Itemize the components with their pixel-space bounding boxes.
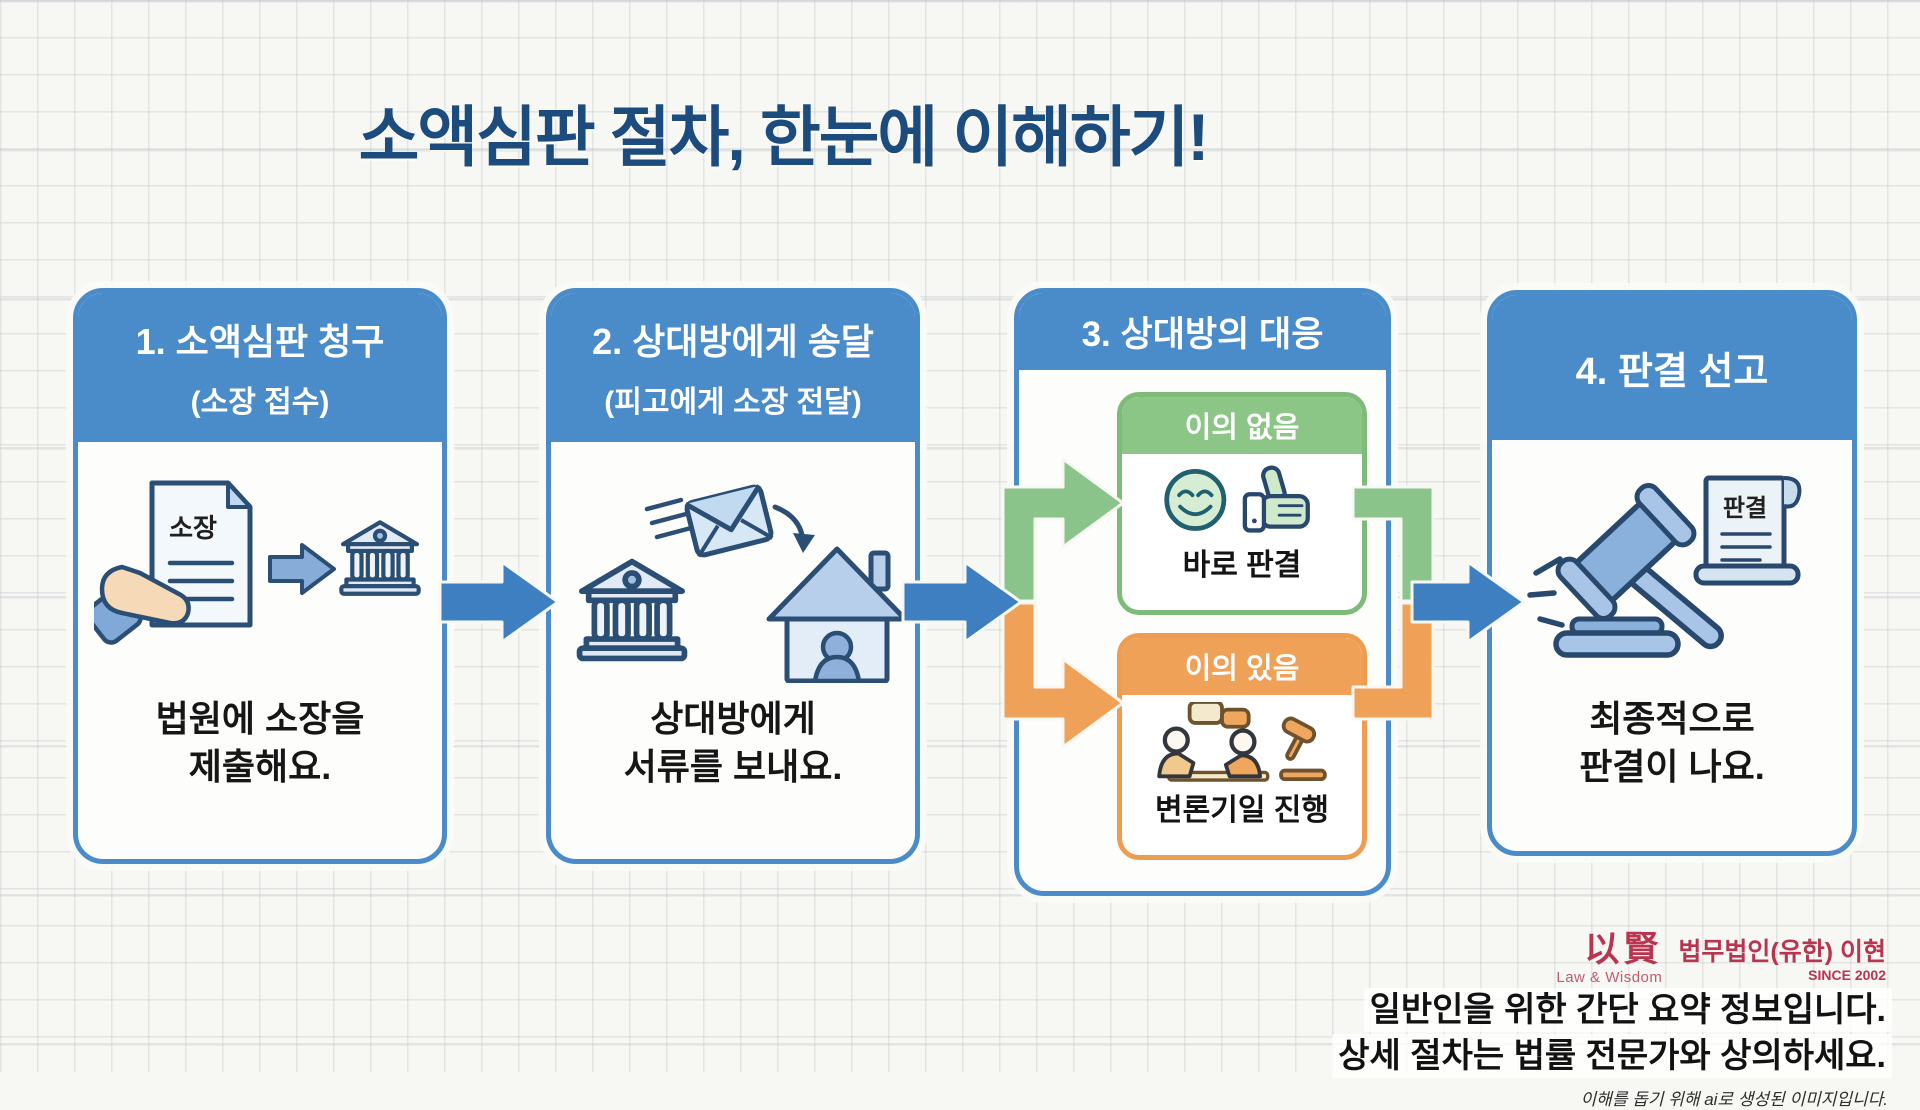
gavel-small-icon bbox=[1279, 716, 1327, 782]
step-1-subtitle: (소장 접수) bbox=[190, 386, 330, 419]
no-objection-label: 이의 없음 bbox=[1122, 397, 1362, 454]
page-title: 소액심판 절차, 한눈에 이해하기! bbox=[358, 100, 1210, 174]
flow-arrow-1-2 bbox=[438, 560, 560, 644]
step-card-2: 2. 상대방에게 송달 (피고에게 소장 전달) 상대방에게 서류를 bbox=[546, 288, 920, 864]
verdict-scroll-icon: 판결 bbox=[1693, 475, 1802, 586]
step-2-header: 2. 상대방에게 송달 (피고에게 소장 전달) bbox=[551, 293, 915, 442]
courthouse-icon bbox=[580, 562, 685, 659]
motion-lines-icon bbox=[644, 497, 694, 540]
complaint-submission-icon: 소장 bbox=[94, 480, 424, 645]
logo-firm-name: 법무법인(유한) 이현 bbox=[1678, 938, 1886, 966]
logo-since: SINCE 2002 bbox=[1808, 967, 1886, 983]
step-3-title: 3. 상대방의 대응 bbox=[1081, 314, 1324, 354]
step-1-desc-line2: 제출해요. bbox=[188, 746, 332, 787]
logo-hanja: 以賢 bbox=[1584, 930, 1663, 969]
no-objection-result: 바로 판결 bbox=[1182, 549, 1302, 582]
objection-label: 이의 있음 bbox=[1122, 638, 1362, 695]
step-4-desc-line1: 최종적으로 bbox=[1589, 698, 1755, 739]
flow-arrow-2-3 bbox=[901, 560, 1023, 644]
law-firm-logo: 以賢 Law & Wisdom 법무법인(유한) 이현 SINCE 2002 bbox=[1252, 930, 1886, 986]
impact-lines-icon bbox=[1527, 556, 1565, 628]
person-right-icon bbox=[1229, 728, 1257, 756]
document-label: 소장 bbox=[169, 513, 217, 543]
thumbs-up-icon bbox=[1242, 465, 1310, 533]
smiley-thumbsup-icon bbox=[1164, 465, 1310, 533]
step-card-4: 4. 판결 선고 판결 최종적으로 판결이 나요. bbox=[1487, 290, 1857, 856]
hearing-icon bbox=[1157, 702, 1327, 782]
courthouse-icon bbox=[341, 522, 418, 593]
step-4-title: 4. 판결 선고 bbox=[1575, 350, 1769, 393]
small-arrow-icon bbox=[268, 543, 336, 595]
speech-bubble-icon-2 bbox=[1220, 707, 1251, 729]
scroll-label: 판결 bbox=[1723, 495, 1767, 522]
gavel-icon bbox=[1553, 482, 1724, 658]
logo-tagline: Law & Wisdom bbox=[1556, 969, 1663, 986]
footer-note-2-text: 상세 절차는 법률 전문가와 상의하세요. bbox=[1332, 1034, 1892, 1078]
step-card-3: 3. 상대방의 대응 이의 없음 바로 판결 bbox=[1014, 288, 1391, 896]
step-2-desc-line1: 상대방에게 bbox=[650, 698, 816, 739]
step-2-description: 상대방에게 서류를 보내요. bbox=[551, 695, 915, 791]
step-1-header: 1. 소액심판 청구 (소장 접수) bbox=[78, 293, 442, 442]
step-1-description: 법원에 소장을 제출해요. bbox=[78, 695, 442, 791]
objection-result: 변론기일 진행 bbox=[1155, 794, 1329, 827]
step-4-desc-line2: 판결이 나요. bbox=[1579, 746, 1765, 787]
speech-bubble-icon bbox=[1187, 702, 1224, 725]
service-of-process-icon bbox=[557, 484, 905, 683]
step-2-title: 2. 상대방에게 송달 bbox=[592, 321, 874, 362]
footer-note-1: 일반인을 위한 간단 요약 정보입니다. bbox=[1252, 988, 1892, 1032]
footer-note-1-text: 일반인을 위한 간단 요약 정보입니다. bbox=[1363, 988, 1892, 1032]
step-2-desc-line2: 서류를 보내요. bbox=[623, 746, 843, 787]
no-objection-subcard: 이의 없음 바로 판결 bbox=[1117, 392, 1367, 615]
step-4-header: 4. 판결 선고 bbox=[1492, 295, 1852, 440]
hand-icon bbox=[99, 564, 191, 626]
footer-note-2: 상세 절차는 법률 전문가와 상의하세요. bbox=[1252, 1034, 1892, 1078]
objection-subcard: 이의 있음 변론기일 진행 bbox=[1117, 633, 1367, 860]
judgment-icon: 판결 bbox=[1527, 475, 1802, 658]
step-1-title: 1. 소액심판 청구 bbox=[135, 321, 385, 362]
step-1-desc-line1: 법원에 소장을 bbox=[155, 698, 365, 739]
footer: 以賢 Law & Wisdom 법무법인(유한) 이현 SINCE 2002 일… bbox=[1252, 930, 1892, 1110]
step-2-subtitle: (피고에게 소장 전달) bbox=[604, 386, 862, 419]
house-icon bbox=[766, 546, 905, 683]
step-4-description: 최종적으로 판결이 나요. bbox=[1492, 695, 1852, 791]
step-3-header: 3. 상대방의 대응 bbox=[1019, 293, 1386, 370]
smiley-icon bbox=[1164, 468, 1227, 531]
step-card-1: 1. 소액심판 청구 (소장 접수) 소장 법원에 소장을 제출해요. bbox=[73, 288, 447, 864]
person-left-icon bbox=[1162, 726, 1190, 754]
ai-generated-note: 이해를 돕기 위해 ai로 생성된 이미지입니다. bbox=[1580, 1090, 1888, 1109]
envelope-icon bbox=[684, 484, 774, 558]
